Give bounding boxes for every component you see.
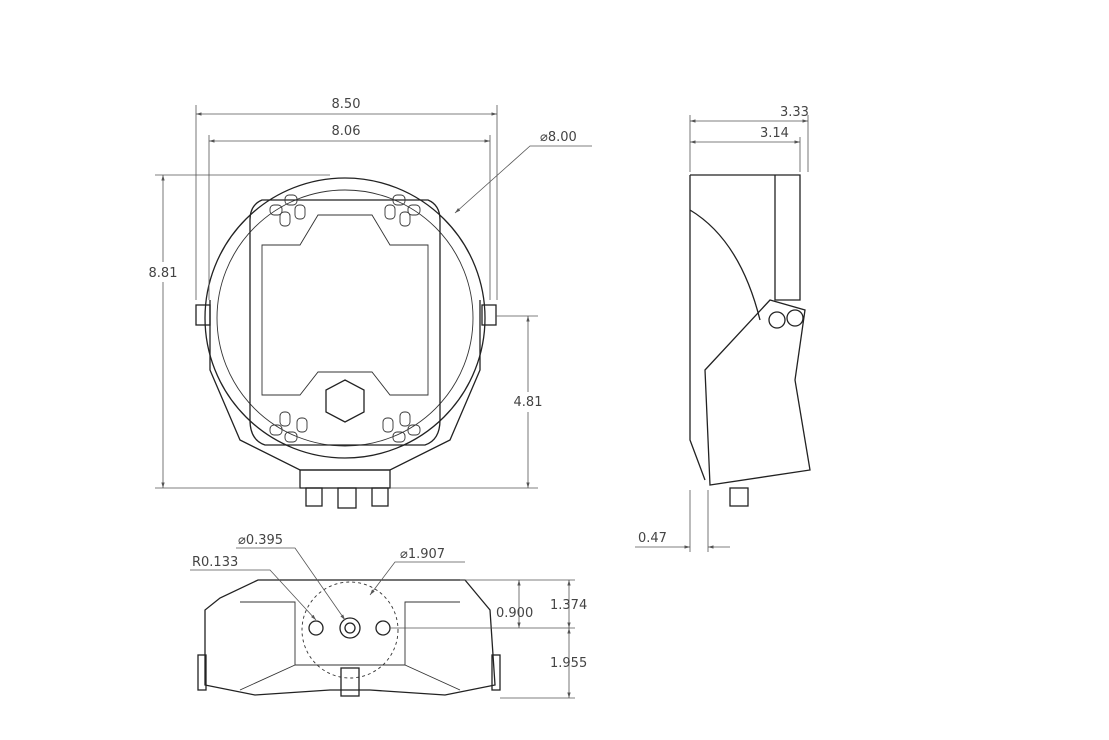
side-housing bbox=[689, 174, 801, 481]
bolt-circle bbox=[301, 581, 399, 679]
dim-label-mount-height: 4.81 bbox=[514, 395, 543, 410]
mount-bolts bbox=[305, 487, 389, 509]
hex-logo bbox=[325, 379, 365, 423]
mount-base bbox=[299, 469, 391, 489]
dim-label-overall-depth: 3.33 bbox=[780, 105, 809, 120]
vent-slots-bottom bbox=[269, 411, 421, 443]
vent-slots-top bbox=[269, 194, 421, 227]
bottom-housing bbox=[204, 579, 496, 696]
dim-label-height-bottom: 1.955 bbox=[550, 656, 587, 671]
lens-inner-ring bbox=[216, 189, 474, 447]
bottom-view: R0.133 ⌀0.395 ⌀1.907 0.900 1.374 1.955 bbox=[190, 533, 587, 699]
dim-label-diameter: ⌀8.00 bbox=[540, 130, 577, 145]
dim-label-height-top: 1.374 bbox=[550, 598, 587, 613]
side-bolt-left bbox=[195, 304, 211, 326]
dim-label-hole-diameter: ⌀0.395 bbox=[238, 533, 283, 548]
dim-label-inner-width: 8.06 bbox=[332, 124, 361, 139]
bezel-frame bbox=[249, 199, 441, 446]
leader-diameter bbox=[454, 145, 592, 214]
side-view: 3.33 3.14 0.47 bbox=[635, 105, 811, 552]
front-view: 8.50 8.06 ⌀8.00 8.81 4.81 bbox=[145, 97, 592, 509]
side-bolt bbox=[729, 487, 749, 507]
lens-window bbox=[261, 214, 429, 396]
dim-label-body-depth: 3.14 bbox=[760, 126, 789, 141]
dim-label-hole-offset: 0.900 bbox=[496, 606, 533, 621]
dim-label-radius: R0.133 bbox=[192, 555, 238, 570]
dim-label-overall-width: 8.50 bbox=[332, 97, 361, 112]
side-bracket bbox=[704, 299, 811, 486]
side-bolt-right bbox=[481, 304, 497, 326]
dim-label-overall-height: 8.81 bbox=[149, 266, 178, 281]
lens-outer-ring bbox=[204, 177, 486, 459]
dim-label-bolt-circle: ⌀1.907 bbox=[400, 547, 445, 562]
dim-label-offset: 0.47 bbox=[638, 531, 667, 546]
